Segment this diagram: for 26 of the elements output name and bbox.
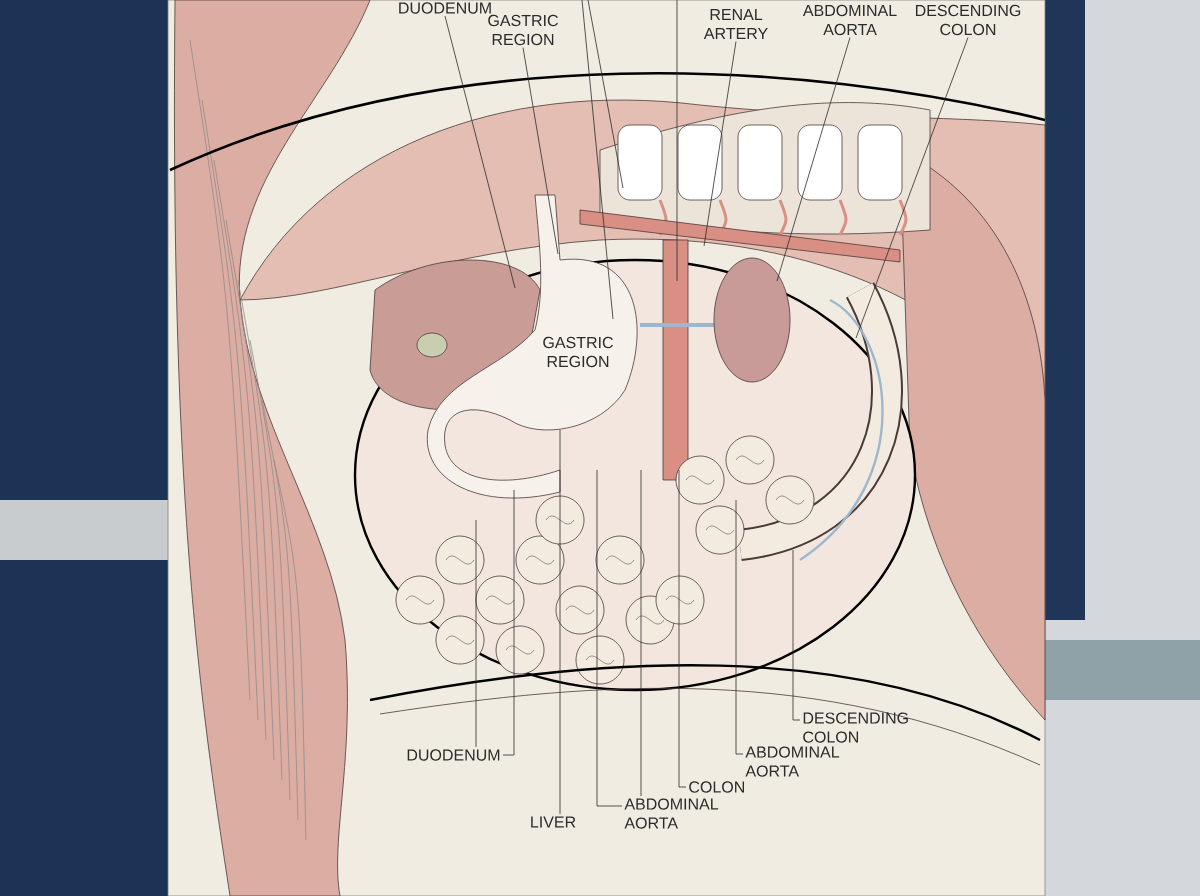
leader-line xyxy=(559,429,561,815)
part-label: DESCENDING COLON xyxy=(916,4,1021,36)
leader-line xyxy=(502,489,515,756)
stomach-drawing: GASTRIC REGION xyxy=(427,194,638,499)
leader-line xyxy=(522,47,559,255)
leader-line xyxy=(678,469,687,788)
leader-line xyxy=(776,37,851,282)
part-label: ABDOMINAL AORTA xyxy=(745,746,840,777)
part-label: ABDOMINAL AORTA xyxy=(624,798,719,829)
part-label: DUODENUM xyxy=(407,749,500,761)
part-label: LIVER xyxy=(531,816,576,828)
leader-line xyxy=(640,469,642,797)
leader-line xyxy=(735,499,744,755)
leader-line xyxy=(703,41,737,247)
part-label: ABDOMINAL AORTA xyxy=(802,4,897,36)
leader-line xyxy=(444,15,516,289)
part-label: DESCENDING COLON xyxy=(803,712,908,743)
part-label: GASTRIC REGION xyxy=(488,14,558,46)
part-label: COLON xyxy=(689,781,744,793)
leader-line xyxy=(596,469,623,807)
part-label: DUODENUM xyxy=(399,2,491,14)
leader-line xyxy=(792,549,801,721)
leader-line xyxy=(581,0,614,320)
leader-line xyxy=(855,37,969,339)
part-label: RENAL ARTERY xyxy=(703,9,768,39)
leader-line xyxy=(475,519,477,748)
